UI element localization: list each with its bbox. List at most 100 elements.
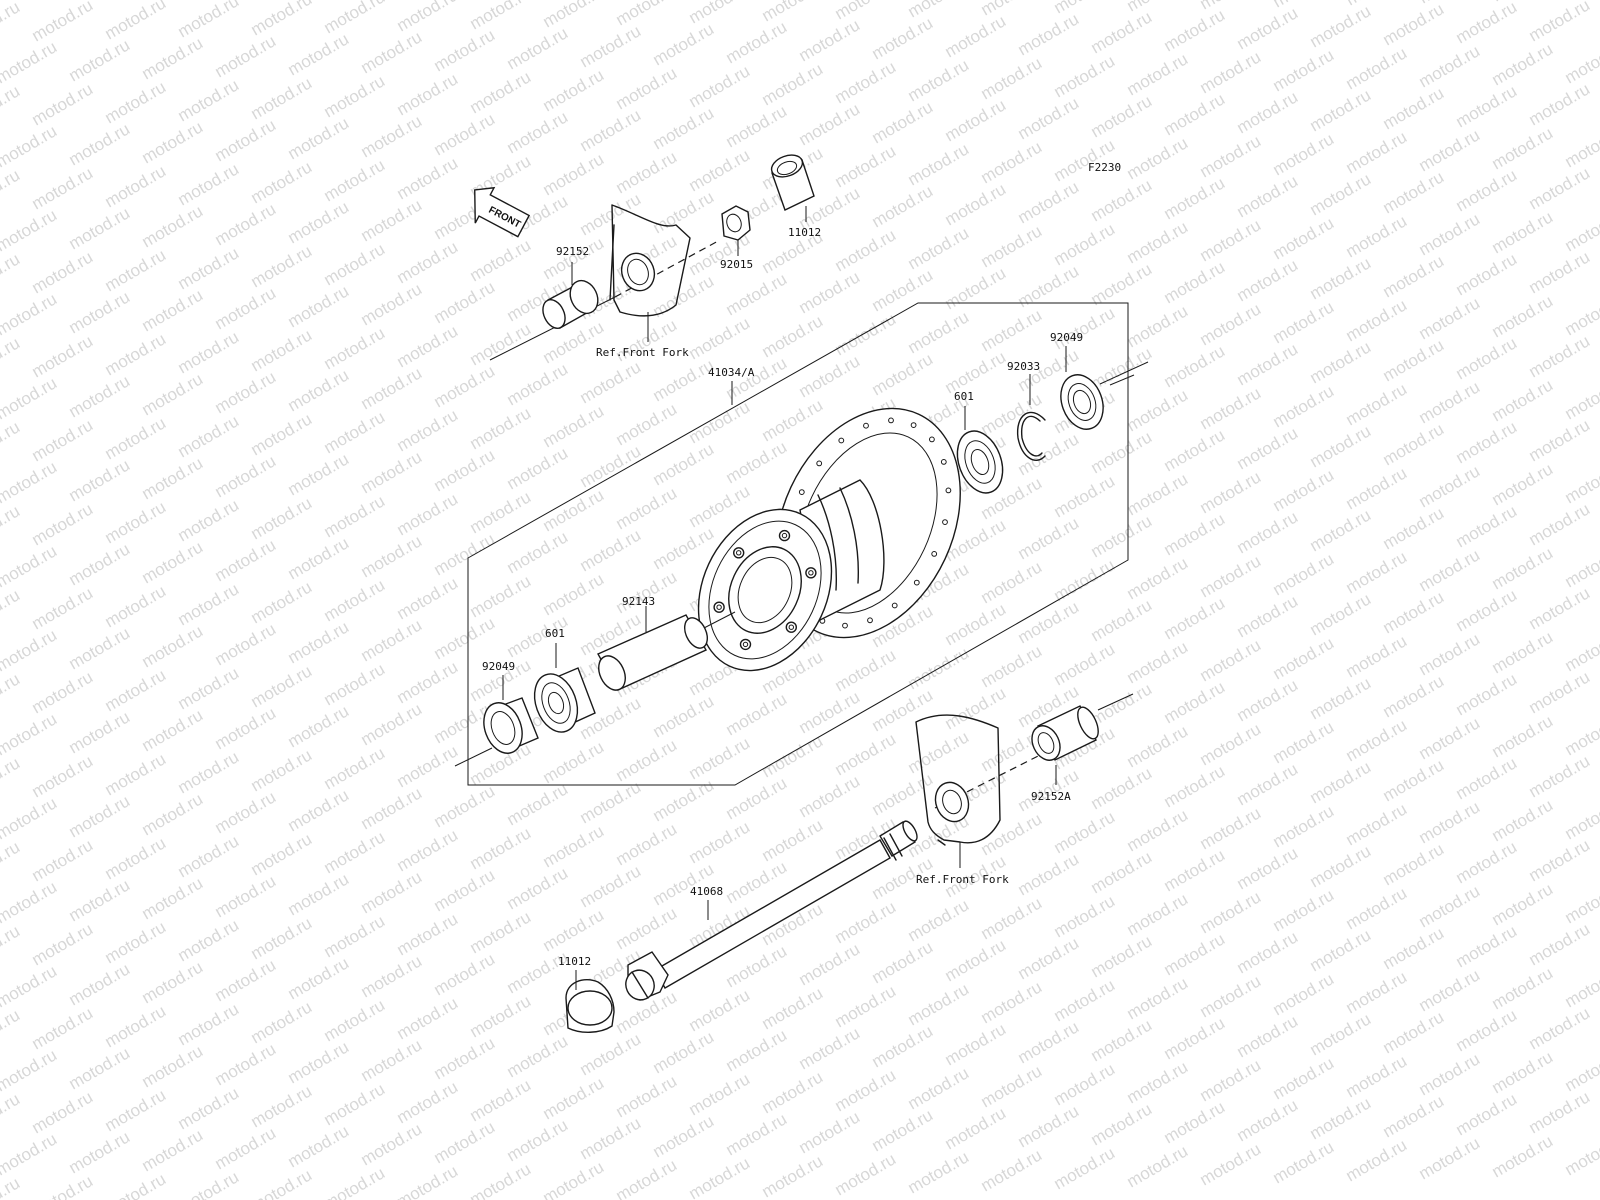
label-axle-41068: 41068 (690, 885, 723, 898)
watermark-text: motod.ru (942, 11, 1010, 61)
watermark-text: motod.ru (102, 77, 170, 127)
watermark-text: motod.ru (1380, 587, 1448, 637)
watermark-text: motod.ru (394, 741, 462, 791)
watermark-text: motod.ru (394, 993, 462, 1043)
watermark-text: motod.ru (723, 1025, 791, 1075)
watermark-text: motod.ru (1124, 0, 1192, 15)
watermark-text: motod.ru (29, 1087, 97, 1137)
watermark-text: motod.ru (869, 1021, 937, 1071)
front-fork-leg-lower (915, 714, 1001, 846)
watermark-text: motod.ru (321, 0, 389, 37)
watermark-text: motod.ru (1051, 555, 1119, 605)
watermark-text: motod.ru (175, 327, 243, 377)
flange-hole (942, 519, 948, 525)
watermark-text: motod.ru (0, 585, 23, 635)
watermark-text: motod.ru (1307, 589, 1375, 639)
watermark-text: motod.ru (1015, 261, 1083, 311)
watermark-text: motod.ru (1088, 679, 1156, 729)
watermark-text: motod.ru (942, 347, 1010, 397)
watermark-text: motod.ru (1453, 165, 1521, 215)
watermark-text: motod.ru (686, 985, 754, 1035)
watermark-text: motod.ru (1526, 499, 1594, 549)
watermark-text: motod.ru (1124, 721, 1192, 771)
watermark-text: motod.ru (1343, 295, 1411, 345)
watermark-text: motod.ru (1197, 47, 1265, 97)
watermark-text: motod.ru (431, 109, 499, 159)
watermark-text: motod.ru (1380, 83, 1448, 133)
watermark-text: motod.ru (869, 97, 937, 147)
label-seal-92049-left: 92049 (482, 660, 515, 673)
bearing-601-left (533, 667, 596, 733)
flange-hole (863, 422, 869, 429)
watermark-text: motod.ru (577, 21, 645, 71)
watermark-text: motod.ru (102, 0, 170, 43)
watermark-text: motod.ru (796, 267, 864, 317)
watermark-text: motod.ru (1015, 177, 1083, 227)
label-cap-11012-bottom: 11012 (558, 955, 591, 968)
flange-hole (945, 487, 952, 494)
watermark-text: motod.ru (832, 729, 900, 779)
watermark-text: motod.ru (577, 105, 645, 155)
watermark-text: motod.ru (504, 359, 572, 409)
watermark-text: motod.ru (29, 79, 97, 129)
watermark-text: motod.ru (1526, 0, 1594, 45)
watermark-text: motod.ru (1562, 793, 1600, 843)
watermark-text: motod.ru (978, 221, 1046, 271)
watermark-text: motod.ru (1343, 715, 1411, 765)
watermark-text: motod.ru (1562, 289, 1600, 339)
watermark-text: motod.ru (613, 483, 681, 533)
watermark-text: motod.ru (358, 1119, 426, 1169)
watermark-text: motod.ru (978, 305, 1046, 355)
front-fork-leg-upper (609, 204, 691, 317)
watermark-text: motod.ru (759, 395, 827, 445)
watermark-text: motod.ru (1489, 1131, 1557, 1181)
watermark-text: motod.ru (613, 63, 681, 113)
watermark-text: motod.ru (321, 155, 389, 205)
watermark-text: motod.ru (978, 137, 1046, 187)
watermark-text: motod.ru (978, 641, 1046, 691)
watermark-text: motod.ru (613, 1071, 681, 1121)
watermark-text: motod.ru (905, 979, 973, 1029)
watermark-text: motod.ru (686, 145, 754, 195)
watermark-text: motod.ru (467, 1159, 535, 1200)
label-bearing-601-right: 601 (954, 390, 974, 403)
watermark-text: motod.ru (905, 727, 973, 777)
watermark-text: motod.ru (1343, 463, 1411, 513)
watermark-text: motod.ru (1562, 373, 1600, 423)
watermark-text: motod.ru (66, 119, 134, 169)
watermark-text: motod.ru (1343, 631, 1411, 681)
watermark-text: motod.ru (540, 905, 608, 955)
watermark-text: motod.ru (285, 113, 353, 163)
bolt-hole-inner (742, 641, 749, 648)
watermark-text: motod.ru (248, 409, 316, 459)
watermark-text: motod.ru (467, 571, 535, 621)
watermark-text: motod.ru (66, 875, 134, 925)
watermark-text: motod.ru (1489, 627, 1557, 677)
watermark-text: motod.ru (358, 363, 426, 413)
watermark-text: motod.ru (102, 833, 170, 883)
watermark-text: motod.ru (358, 111, 426, 161)
watermark-text: motod.ru (723, 437, 791, 487)
label-cap-11012-top: 11012 (788, 226, 821, 239)
watermark-text: motod.ru (467, 403, 535, 453)
watermark-text: motod.ru (1380, 503, 1448, 553)
watermark-text: motod.ru (1124, 637, 1192, 687)
watermark-text: motod.ru (102, 329, 170, 379)
watermark-text: motod.ru (1453, 1089, 1521, 1139)
watermark-text: motod.ru (1526, 247, 1594, 297)
watermark-text: motod.ru (1489, 375, 1557, 425)
watermark-text: motod.ru (832, 225, 900, 275)
watermark-text: motod.ru (175, 411, 243, 461)
watermark-text: motod.ru (102, 1085, 170, 1135)
watermark-text: motod.ru (358, 531, 426, 581)
watermark-text: motod.ru (905, 307, 973, 357)
watermark-text: motod.ru (650, 691, 718, 741)
watermark-text: motod.ru (1307, 253, 1375, 303)
hub-assembly-frame (467, 302, 1129, 786)
watermark-text: motod.ru (1088, 259, 1156, 309)
watermark-text: motod.ru (1453, 753, 1521, 803)
axle-41068 (625, 820, 918, 1001)
seal-92049-right (1060, 374, 1104, 430)
watermark-text: motod.ru (139, 33, 207, 83)
watermark-text: motod.ru (686, 733, 754, 783)
